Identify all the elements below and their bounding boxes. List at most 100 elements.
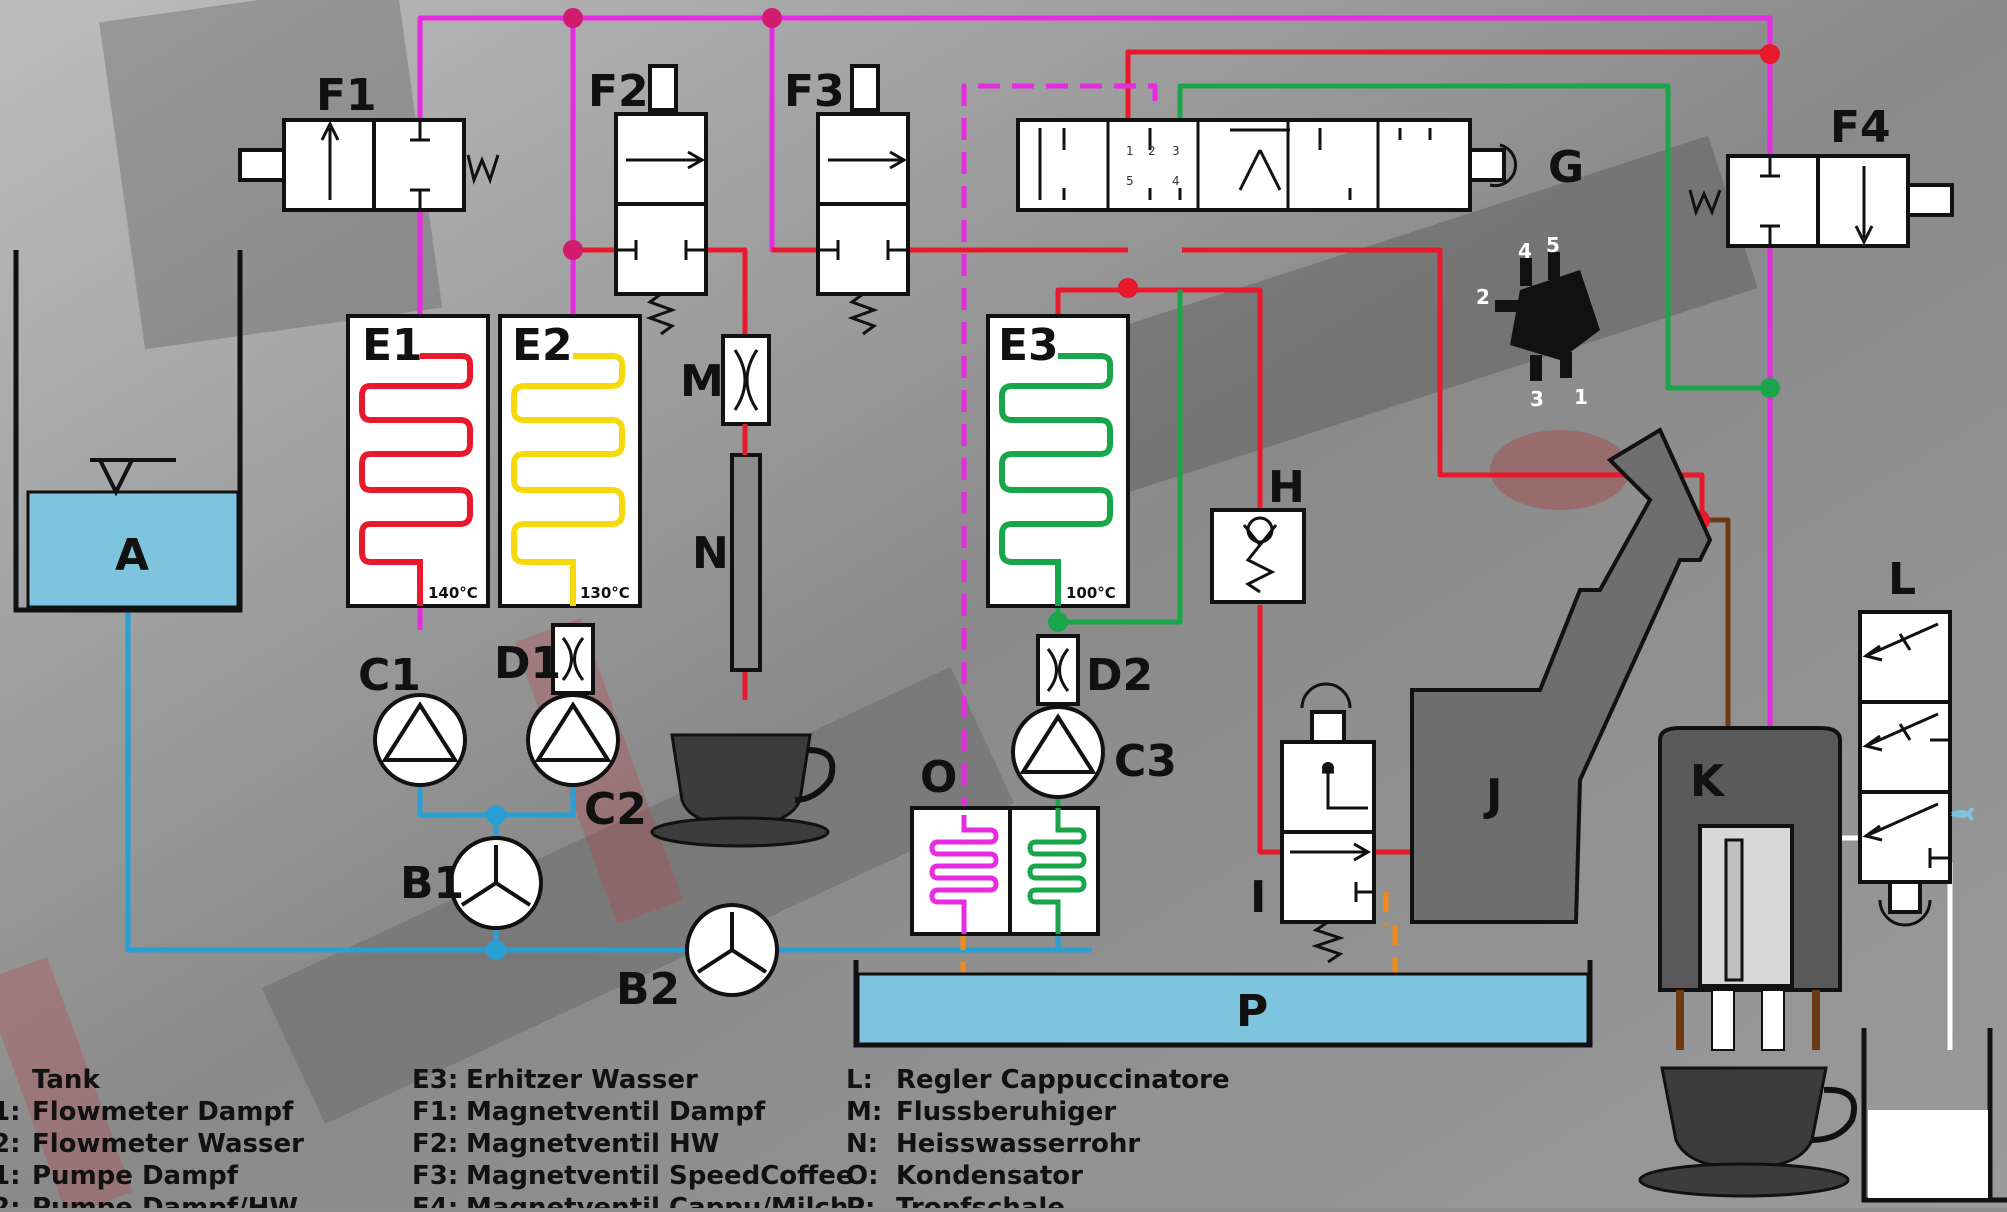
label-b2: B2 — [616, 964, 680, 1015]
drip-tray-p: P — [853, 960, 1593, 1048]
legend-12-text: Flussberuhiger — [896, 1097, 1116, 1127]
label-f1: F1 — [316, 70, 377, 121]
label-e3: E3 — [998, 320, 1059, 371]
g-photo-2: 2 — [1476, 285, 1490, 309]
label-i: I — [1250, 872, 1266, 923]
temp-e2: 130°C — [580, 584, 630, 602]
label-k: K — [1690, 756, 1726, 807]
legend-col2: E3: Erhitzer Wasser F1: Magnetventil Dam… — [412, 1065, 854, 1212]
pump-c1: C1 — [358, 650, 467, 787]
legend-8-text: Magnetventil HW — [466, 1129, 719, 1159]
legend-15-key: P: — [846, 1193, 875, 1208]
pump-c2: C2 — [526, 693, 647, 835]
label-h: H — [1268, 462, 1305, 513]
label-f4: F4 — [1830, 102, 1891, 153]
valve-i: I — [1250, 682, 1376, 964]
label-c1: C1 — [358, 650, 421, 701]
legend-2-text: Flowmeter Dampf — [32, 1097, 294, 1127]
label-d1: D1 — [494, 638, 561, 689]
temp-e3: 100°C — [1066, 584, 1116, 602]
legend-13-text: Heisswasserrohr — [896, 1129, 1140, 1159]
valve-f1: F1 — [238, 70, 500, 212]
valve-g-photo: 4 5 2 3 1 — [1476, 233, 1600, 411]
legend-13-key: N: — [846, 1129, 878, 1159]
heater-e2: E2 130°C — [498, 314, 642, 608]
milk-container — [1861, 1028, 2007, 1203]
legend-10-text: Magnetventil Cappu/Milch — [466, 1193, 848, 1208]
label-a: A — [115, 530, 149, 581]
legend-11-key: L: — [846, 1065, 873, 1095]
red-top-line — [1125, 49, 1772, 132]
label-c3: C3 — [1114, 736, 1177, 787]
legend-9-key: F3: — [412, 1161, 458, 1191]
regulator-l: L — [1858, 554, 1974, 927]
flowmeter-b2: B2 — [616, 903, 779, 1015]
brown-line — [1702, 517, 1731, 730]
g-photo-4: 4 — [1518, 239, 1532, 263]
legend-col3: L: Regler Cappuccinatore M: Flussberuhig… — [846, 1065, 1230, 1212]
red-g-to-k — [1182, 247, 1705, 520]
flowmeter-b1: B1 — [400, 836, 543, 930]
brew-group-j: J — [1410, 427, 1713, 924]
label-e2: E2 — [512, 320, 573, 371]
label-f3: F3 — [784, 66, 845, 117]
legend-1-key: : — [0, 1065, 2, 1095]
legend-10-key: F4: — [412, 1193, 458, 1208]
label-m: M — [680, 356, 724, 407]
g-photo-5: 5 — [1546, 233, 1560, 257]
heater-e1: E1 140°C — [346, 314, 490, 608]
valve-f3: F3 — [784, 64, 910, 336]
valve-f2: F2 — [588, 64, 708, 336]
heater-e3: E3 100°C — [986, 314, 1130, 608]
cup-k — [1638, 1066, 1857, 1198]
temp-e1: 140°C — [428, 584, 478, 602]
legend-5-key: 2: — [0, 1193, 21, 1208]
label-e1: E1 — [362, 320, 423, 371]
legend-12-key: M: — [846, 1097, 882, 1127]
label-d2: D2 — [1086, 650, 1153, 701]
label-b1: B1 — [400, 858, 464, 909]
legend-2-key: 1: — [0, 1097, 21, 1127]
legend-3-text: Flowmeter Wasser — [32, 1129, 304, 1159]
label-o: O — [920, 752, 957, 803]
label-p: P — [1236, 986, 1268, 1037]
legend-6-key: E3: — [412, 1065, 458, 1095]
label-f2: F2 — [588, 66, 649, 117]
port-5: 5 — [1126, 174, 1134, 188]
legend-4-key: 1: — [0, 1161, 21, 1191]
port-2: 2 — [1148, 144, 1156, 158]
legend-7-text: Magnetventil Dampf — [466, 1097, 766, 1127]
condenser-o: O — [910, 752, 1100, 936]
label-g: G — [1548, 142, 1584, 193]
g-photo-3: 3 — [1530, 387, 1544, 411]
legend-15-text: Tropfschale — [896, 1193, 1065, 1208]
legend-11-text: Regler Cappuccinatore — [896, 1065, 1230, 1095]
junction-dots — [486, 8, 1780, 960]
outlet-k: K — [1658, 726, 1842, 1051]
legend-9-text: Magnetventil SpeedCoffee — [466, 1161, 854, 1191]
legend-8-key: F2: — [412, 1129, 458, 1159]
legend: : Tank 1: Flowmeter Dampf 2: Flowmeter W… — [0, 1065, 1230, 1212]
label-c2: C2 — [584, 784, 647, 835]
flowmeter-d2: D2 — [1036, 634, 1153, 706]
label-j: J — [1483, 770, 1502, 821]
legend-7-key: F1: — [412, 1097, 458, 1127]
legend-4-text: Pumpe Dampf — [32, 1161, 239, 1191]
label-n: N — [692, 528, 729, 579]
hot-water-pipe-n: N — [692, 424, 762, 672]
valve-f4: F4 — [1688, 102, 1954, 248]
legend-14-text: Kondensator — [896, 1161, 1083, 1191]
legend-5-text: Pumpe Dampf/HW — [32, 1193, 298, 1208]
port-3: 3 — [1172, 144, 1180, 158]
check-valve-h: H — [1210, 462, 1306, 604]
flowmeter-d1: D1 — [494, 623, 595, 695]
port-4: 4 — [1172, 174, 1180, 188]
legend-1-text: Tank — [32, 1065, 100, 1095]
green-g-line — [1177, 83, 1770, 391]
valve-g: 1 2 3 5 4 G — [1016, 118, 1584, 212]
legend-col1: : Tank 1: Flowmeter Dampf 2: Flowmeter W… — [0, 1065, 304, 1212]
legend-3-key: 2: — [0, 1129, 21, 1159]
legend-14-key: O: — [846, 1161, 879, 1191]
